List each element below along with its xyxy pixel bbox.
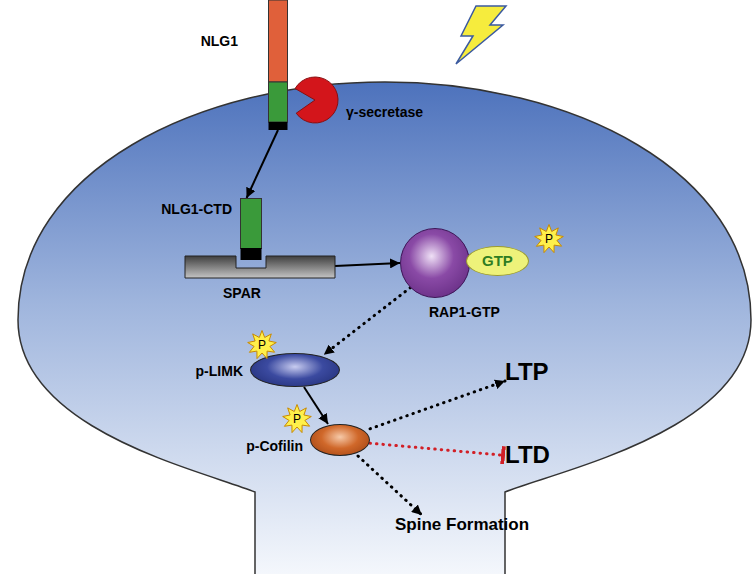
protein-label: p-LIMK [196,363,243,380]
activation-arrow [335,263,400,266]
spar-scaffold: SPAR [185,256,335,278]
activation-arrow [358,456,422,515]
nlg1-receptor-outline [268,0,288,130]
outcome-text: LTD [505,441,550,470]
label-holder: γ-secretase [346,103,423,121]
activation-arrow [247,130,278,198]
protein-label: GTP [482,252,513,270]
rap1-protein: RAP1-GTP [400,228,470,298]
activation-arrow [324,288,411,355]
inhibition-line [370,443,505,455]
outcome-text: LTP [505,358,549,387]
phospho-star: P [282,404,312,434]
label-holder: SPAR [223,284,261,302]
label-holder: NLG1-CTD [161,200,232,218]
dendritic-spine [18,82,751,574]
outcome-text: Spine Formation [395,515,529,535]
spar-scaffold-outline [185,256,335,278]
limk-protein: p-LIMK [250,353,340,387]
label-holder: p-LIMK [196,362,243,380]
secretase-enzyme: γ-secretase [290,75,340,125]
protein-label: p-Cofilin [246,438,303,455]
outcome-label: Spine Formation [395,515,529,535]
activation-arrow [370,381,505,429]
phospho-star: P [534,224,564,254]
phospho-label: P [545,233,553,245]
protein-label: RAP1-GTP [429,304,500,321]
protein-label: SPAR [223,285,261,302]
phospho-label: P [293,413,301,425]
nlg1-receptor: NLG1 [268,0,288,130]
label-holder: RAP1-GTP [429,303,500,321]
secretase-enzyme-outline [290,75,340,125]
outcome-label: LTP [505,358,549,387]
label-holder: NLG1 [201,32,238,50]
protein-label: NLG1-CTD [161,201,232,218]
phospho-star: P [247,330,277,360]
ctd-fragment: NLG1-CTD [240,198,262,260]
outcome-label: LTD [505,441,550,470]
label-holder: p-Cofilin [246,437,303,455]
stimulus-bolt [456,6,506,64]
protein-label: NLG1 [201,33,238,50]
protein-label: γ-secretase [346,104,423,121]
gtp-oval: GTP [466,246,529,276]
ctd-fragment-outline [240,198,262,260]
cofilin-protein: p-Cofilin [310,424,370,456]
phospho-label: P [258,339,266,351]
